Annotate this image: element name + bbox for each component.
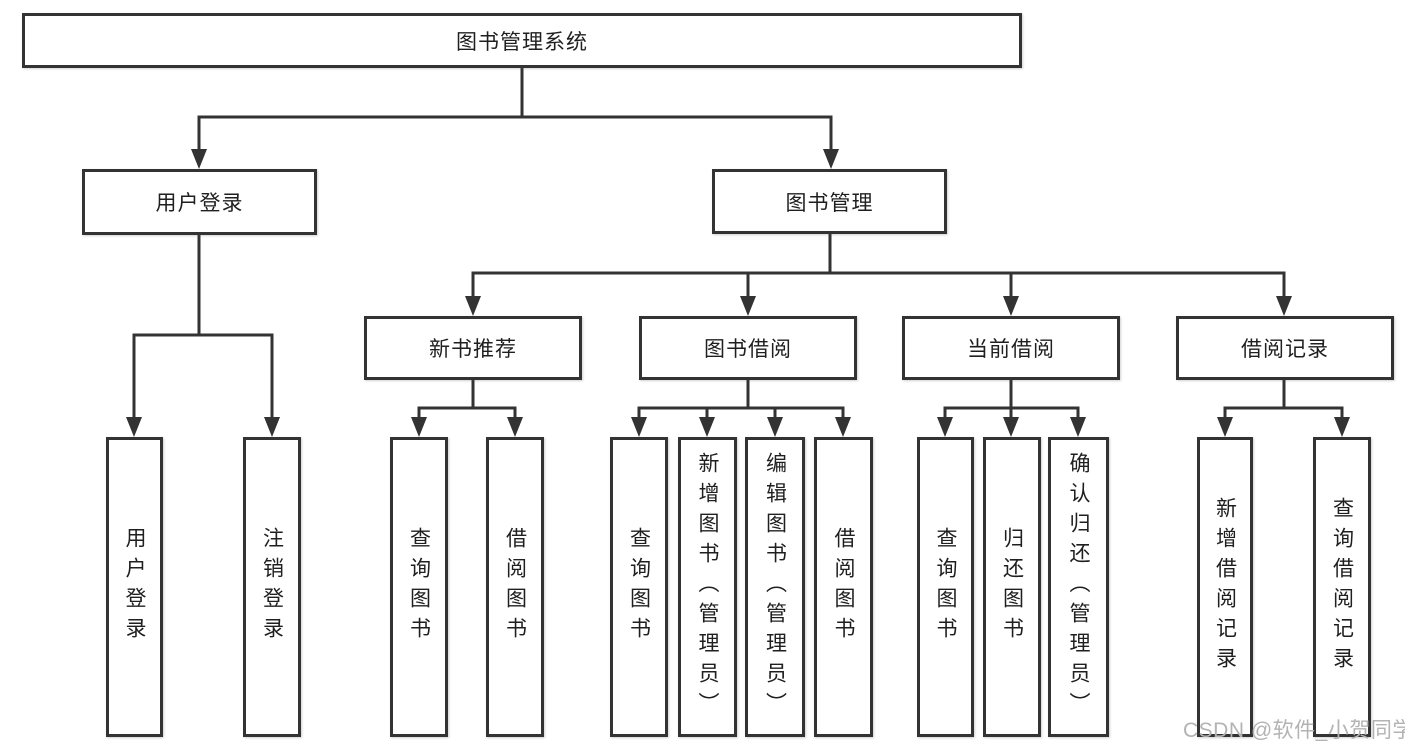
connector-user-login-children [126,235,280,437]
leaf-current-query-books: 查询图书 [917,437,974,737]
csdn-watermark: CSDN @软件_小贺同学 [1183,719,1405,742]
leaf-recommend-borrow-books: 借阅图书 [486,437,544,737]
connector-root-to-level2 [191,68,839,169]
node-book-borrow: 图书借阅 [639,316,857,380]
node-user-login: 用户登录 [82,169,317,235]
node-library-management-system: 图书管理系统 [22,13,1022,68]
node-new-book-recommend: 新书推荐 [364,316,582,380]
leaf-borrow-query-books: 查询图书 [610,437,668,737]
node-current-borrow: 当前借阅 [902,316,1120,380]
leaf-return-books: 归还图书 [983,437,1041,737]
leaf-query-borrow-record: 查询借阅记录 [1313,437,1371,737]
connector-book-management-children [465,234,1292,316]
leaf-logout: 注销登录 [243,437,301,737]
leaf-confirm-return-admin: 确认归还（管理员） [1048,437,1109,737]
connector-borrow-records-children [1217,380,1350,437]
node-book-management: 图书管理 [712,169,947,234]
leaf-add-borrow-record: 新增借阅记录 [1197,437,1253,737]
node-borrow-records: 借阅记录 [1176,316,1394,380]
leaf-recommend-query-books: 查询图书 [390,437,448,737]
connector-current-borrow-children [937,380,1086,437]
leaf-add-books-admin: 新增图书（管理员） [678,437,737,737]
leaf-user-login: 用户登录 [106,437,163,737]
connector-new-book-recommend-children [411,380,523,437]
leaf-edit-books-admin: 编辑图书（管理员） [745,437,805,737]
connector-book-borrow-children [631,380,851,437]
leaf-borrow-books: 借阅图书 [814,437,873,737]
